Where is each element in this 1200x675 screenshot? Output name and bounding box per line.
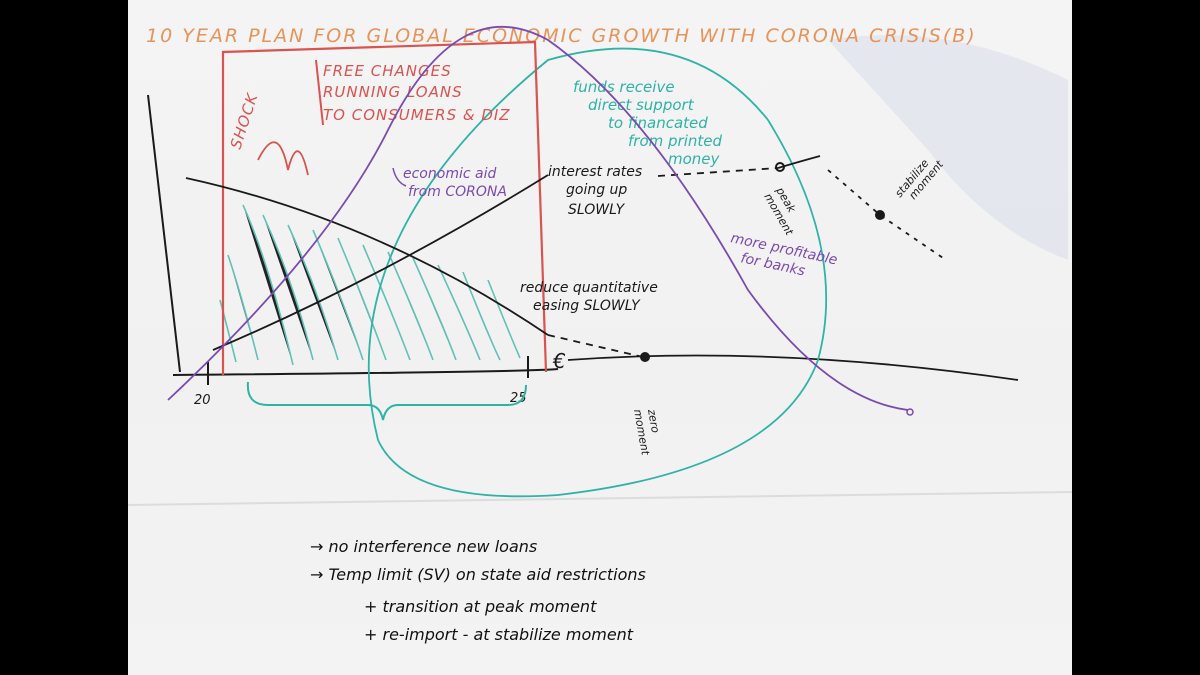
tick-label-start: 20 [194,393,211,408]
rates-curve-end [777,155,821,169]
qe-curve [185,177,549,336]
hatched-area [219,204,521,366]
svg-text:SLOWLY: SLOWLY [568,202,626,218]
svg-text:reduce quantitative: reduce quantitative [520,280,658,296]
red-bracket [221,40,548,375]
y-axis [147,94,181,373]
svg-text:interest rates: interest rates [548,164,642,180]
period-brace [246,381,527,421]
svg-text:easing SLOWLY: easing SLOWLY [533,298,641,314]
purple-end-marker [906,408,914,416]
svg-text:funds receive: funds receive [573,78,675,96]
note-item: → Temp limit (SV) on state aid restricti… [310,565,646,584]
stabilize-moment-label: stabilize moment [892,157,946,202]
rates-curve [212,174,549,351]
x-axis-continuation [567,354,1019,381]
tick-label-end: 25 [510,391,527,406]
stabilize-path [827,169,944,259]
note-item: + transition at peak moment [364,597,597,616]
x-axis [172,368,559,376]
stabilize-moment-marker [875,210,885,220]
red-scribble [257,141,309,176]
svg-text:zero: zero [645,407,662,434]
paper-fold [128,491,1072,506]
zero-moment-marker [640,352,650,362]
whiteboard-paper: 10 YEAR PLAN FOR GLOBAL ECONOMIC GROWTH … [128,0,1072,675]
svg-text:to financated: to financated [608,114,708,132]
quantitative-easing-label: reduce quantitative easing SLOWLY [520,280,658,314]
more-profitable-label: more profitable for banks [729,230,839,279]
svg-text:economic aid: economic aid [403,166,496,182]
svg-text:money: money [668,150,721,168]
shock-label: SHOCK [227,90,262,151]
notes-list: → no interference new loans → Temp limit… [310,537,646,644]
page-title: 10 YEAR PLAN FOR GLOBAL ECONOMIC GROWTH … [146,25,977,47]
aid-arrow [392,167,407,187]
qe-curve-dashed [547,334,644,358]
note-item: + re-import - at stabilize moment [364,625,634,644]
euro-symbol: € [552,349,566,373]
svg-text:TO CONSUMERS & DIZ: TO CONSUMERS & DIZ [323,106,511,124]
svg-text:from CORONA: from CORONA [408,184,507,200]
svg-text:RUNNING LOANS: RUNNING LOANS [323,83,463,101]
purple-curve [167,25,909,411]
peak-moment-marker [775,162,785,172]
red-box-text: FREE CHANGES RUNNING LOANS TO CONSUMERS … [323,62,511,124]
red-divider [315,59,324,126]
teal-ellipse [367,47,828,498]
svg-text:FREE CHANGES: FREE CHANGES [323,62,452,80]
note-item: → no interference new loans [310,537,537,556]
teal-note: funds receive direct support to financat… [573,78,722,168]
peak-moment-label: peak moment [761,184,798,238]
interest-rates-label: interest rates going up SLOWLY [548,164,642,218]
svg-text:going up: going up [566,182,627,198]
smudge [828,35,1068,260]
sketch-drawing: 10 YEAR PLAN FOR GLOBAL ECONOMIC GROWTH … [128,25,1072,644]
zero-moment-label: zero moment [631,407,662,456]
svg-text:direct support: direct support [588,96,695,114]
economic-aid-label: economic aid from CORONA [403,166,507,200]
svg-text:from printed: from printed [628,132,722,150]
